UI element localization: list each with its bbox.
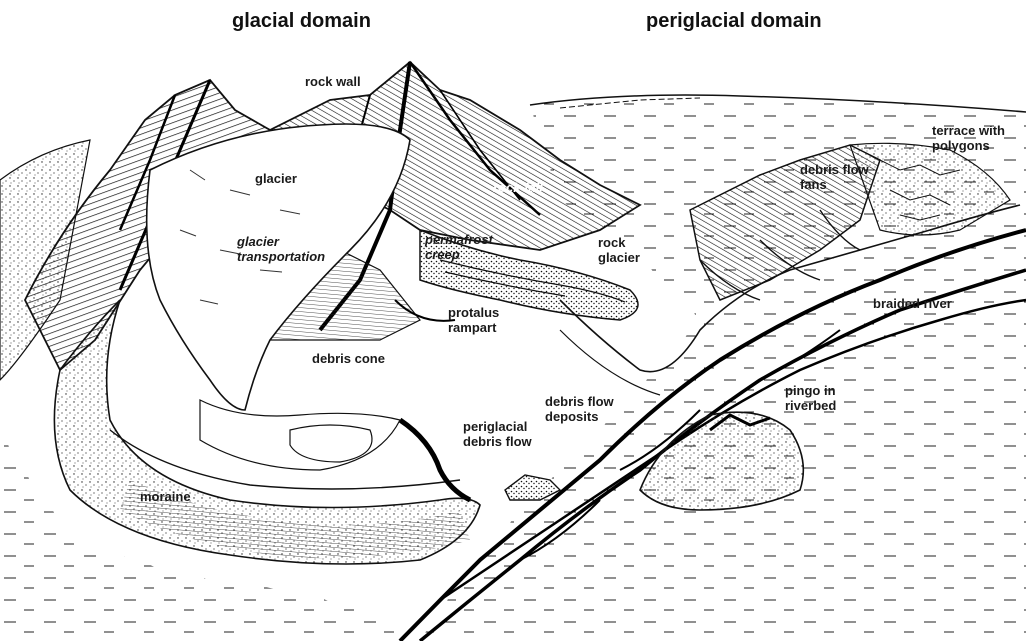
label-braided-river: braided river <box>873 296 952 311</box>
label-rock-glacier: rock glacier <box>598 235 640 265</box>
label-debris-flow-deposits: debris flow deposits <box>545 394 614 424</box>
label-protalus-rampart: protalus rampart <box>448 305 499 335</box>
label-debris-cone: debris cone <box>312 351 385 366</box>
label-rock-wall: rock wall <box>305 74 361 89</box>
glacier-foreland <box>200 400 400 470</box>
periglacial-domain-heading: periglacial domain <box>646 10 822 33</box>
label-permafrost-creep: permafrost creep <box>425 232 493 262</box>
label-rock-fall: rock fall <box>493 180 543 195</box>
label-glacier: glacier <box>255 171 297 186</box>
label-glacier-transportation: glacier transportation <box>237 234 325 264</box>
label-terrace-with-polygons: terrace with polygons <box>932 123 1005 153</box>
label-periglacial-debris-flow: periglacial debris flow <box>463 419 532 449</box>
glacial-domain-heading: glacial domain <box>232 10 371 33</box>
label-moraine: moraine <box>140 489 191 504</box>
label-pingo-in-riverbed: pingo in riverbed <box>785 383 836 413</box>
label-debris-flow-fans: debris flow fans <box>800 162 869 192</box>
